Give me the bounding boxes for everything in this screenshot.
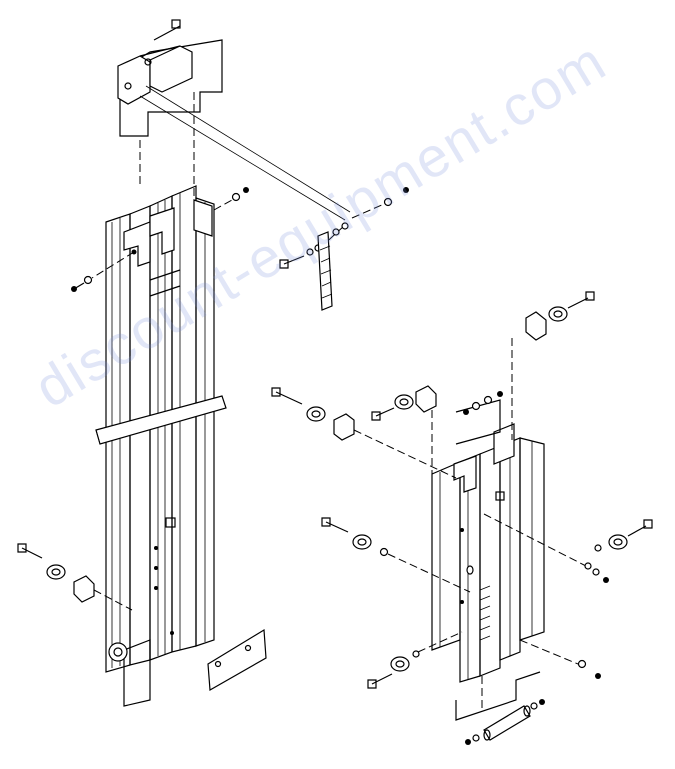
top-bracket-assembly xyxy=(117,19,351,221)
bottom-roller-pin-assembly xyxy=(455,671,545,745)
right-mast-section xyxy=(431,338,545,683)
right-bottom-right-washers xyxy=(519,639,601,679)
right-mid-roller-assembly-center xyxy=(371,385,437,421)
right-top-washers xyxy=(463,391,503,415)
left-mast-bolt-right xyxy=(213,187,249,211)
right-upper-roller-assembly xyxy=(525,291,595,341)
right-bottom-roller-assembly xyxy=(367,631,463,689)
left-bottom-roller-assembly xyxy=(17,543,133,611)
top-bolt xyxy=(153,19,181,41)
left-mast-band xyxy=(95,395,227,445)
right-lower-left-roller-assembly xyxy=(321,517,471,593)
left-mast-bolt-upper xyxy=(71,251,135,292)
left-mast-section xyxy=(95,185,227,707)
center-chain-anchor-assembly xyxy=(279,187,409,311)
right-mid-roller-assembly-upper xyxy=(271,387,457,479)
left-mast-plate xyxy=(207,628,267,691)
right-side-roller-assembly xyxy=(483,513,653,583)
